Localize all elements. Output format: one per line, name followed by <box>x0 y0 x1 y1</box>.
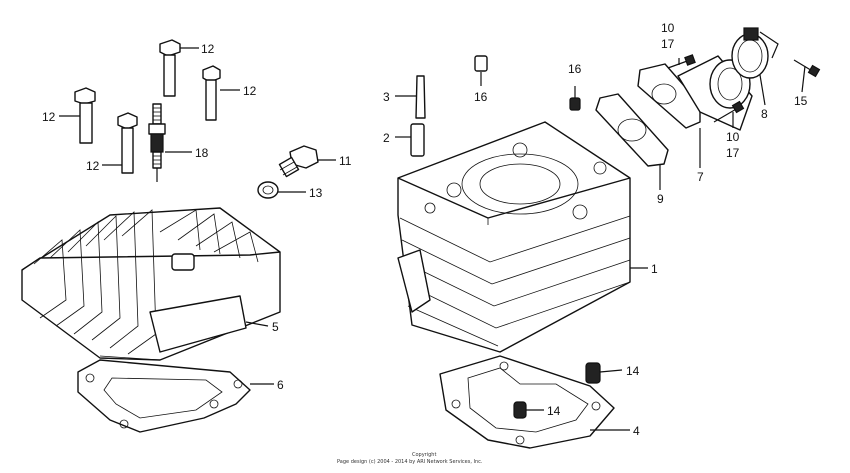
base-gasket-4 <box>439 355 615 449</box>
callout-18: 18 <box>195 146 209 160</box>
copyright-line-2: Page design (c) 2004 - 2014 by ARI Netwo… <box>337 459 483 465</box>
callout-2: 2 <box>383 131 390 145</box>
intake-gasket-9 <box>595 93 669 167</box>
callout-7: 7 <box>697 170 704 184</box>
copyright-line-1: Copyright <box>412 452 436 458</box>
dowel-16-left <box>474 55 488 72</box>
callout-5: 5 <box>272 320 279 334</box>
bolt-12-right <box>202 65 221 121</box>
callout-11: 11 <box>339 154 352 168</box>
callout-8: 8 <box>761 107 768 121</box>
callout-14: 14 <box>626 364 640 378</box>
callout-10: 10 <box>661 21 675 35</box>
cylinder-head-5 <box>21 207 281 361</box>
callout-12: 12 <box>42 110 56 124</box>
callout-17: 17 <box>661 37 675 51</box>
screw-10-bottom <box>713 100 745 123</box>
callout-6: 6 <box>277 378 284 392</box>
copyright-footer: Copyright Page design (c) 2004 - 2014 by… <box>337 452 483 465</box>
bolt-12-left <box>74 87 96 144</box>
callout-13: 13 <box>309 186 323 200</box>
spark-plug-18 <box>148 103 166 182</box>
bolt-11 <box>278 145 319 178</box>
cylinder-1 <box>397 121 631 353</box>
callout-9: 9 <box>657 192 664 206</box>
callout-3: 3 <box>383 90 390 104</box>
callout-12: 12 <box>201 42 215 56</box>
bolt-12-lower <box>117 112 138 174</box>
callout-15: 15 <box>794 94 808 108</box>
callout-12: 12 <box>86 159 100 173</box>
callout-10: 10 <box>726 130 740 144</box>
bolt-12-top <box>159 39 181 97</box>
screw-10-top <box>667 54 696 69</box>
dowel-14-upper <box>585 362 601 384</box>
callout-16: 16 <box>568 62 582 76</box>
washer-13 <box>257 181 279 199</box>
callout-14: 14 <box>547 404 561 418</box>
bolt-15 <box>793 59 821 78</box>
callout-4: 4 <box>633 424 640 438</box>
dowel-14-lower <box>513 401 527 419</box>
dowel-16-right <box>569 97 581 111</box>
clamp-8 <box>731 27 779 79</box>
leader-lines <box>59 47 806 431</box>
callout-1: 1 <box>651 262 658 276</box>
callout-16: 16 <box>474 90 488 104</box>
callout-labels: 12 12 12 12 18 11 13 5 6 3 2 16 16 1 9 7… <box>42 21 808 438</box>
pin-3 <box>415 75 426 119</box>
callout-12: 12 <box>243 84 257 98</box>
callout-17: 17 <box>726 146 740 160</box>
head-gasket-6 <box>77 359 251 433</box>
dowel-pin-2 <box>410 123 425 157</box>
